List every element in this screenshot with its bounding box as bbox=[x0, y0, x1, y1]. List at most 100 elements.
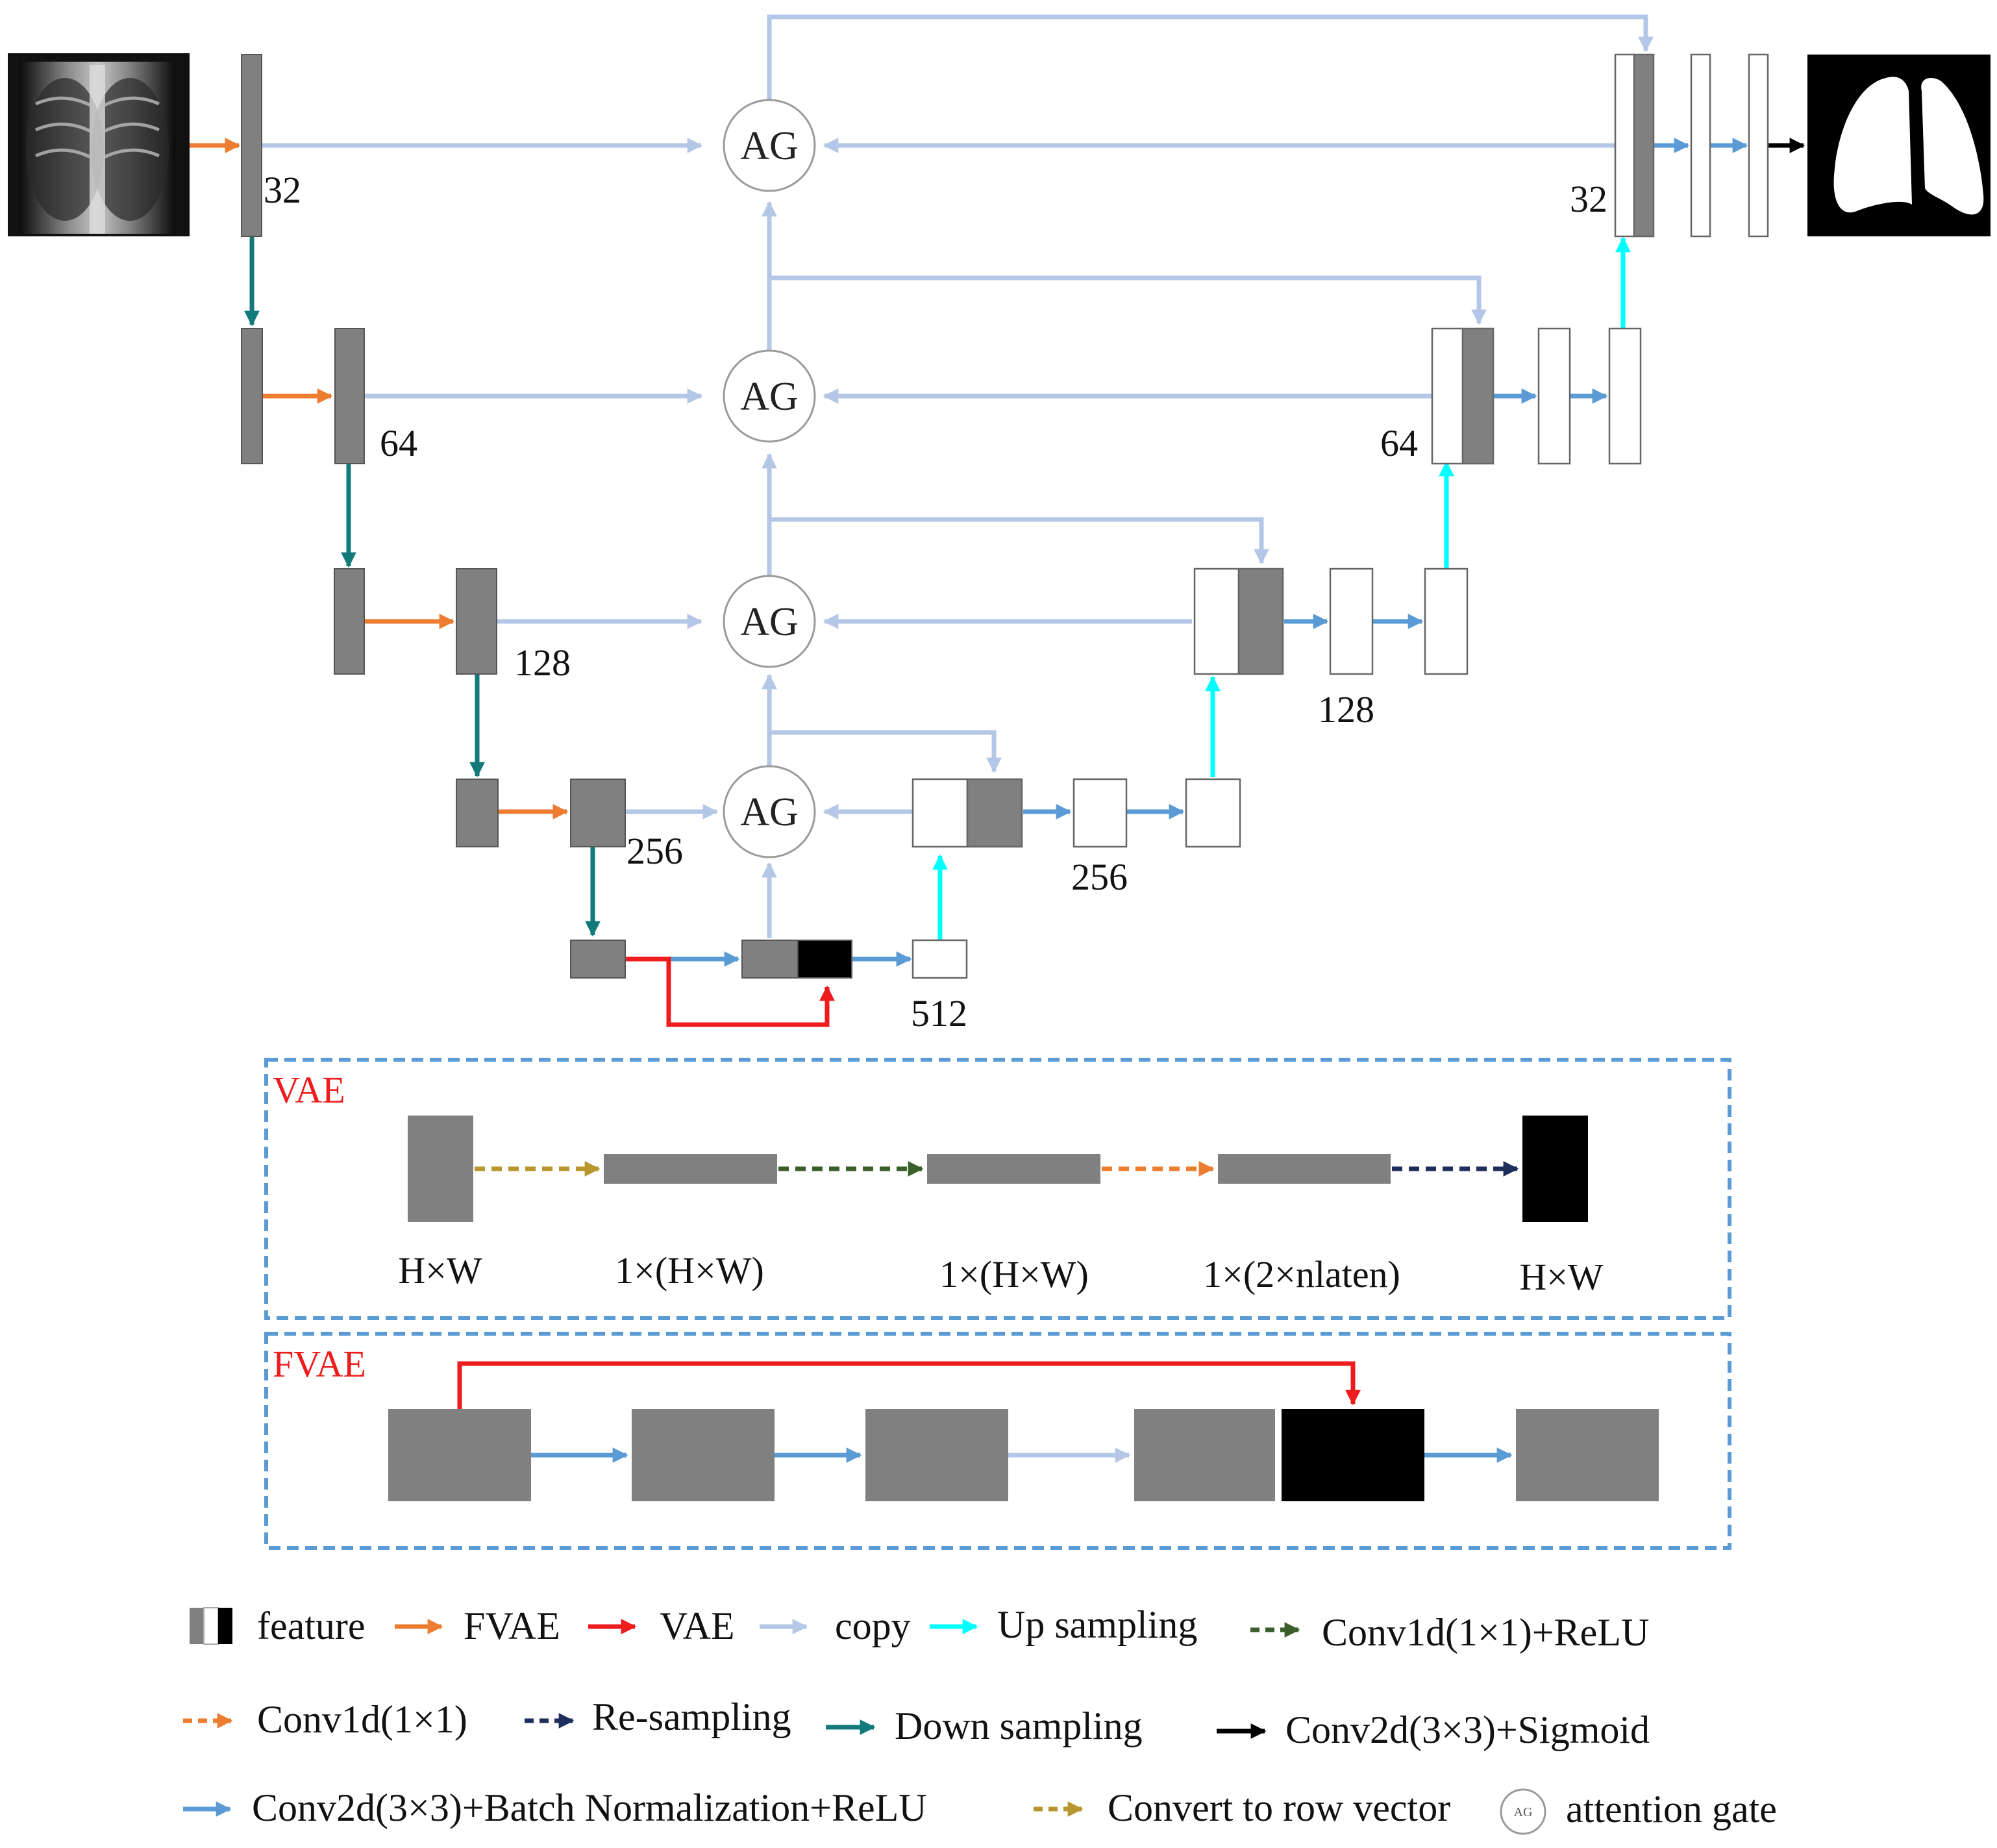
dec4-concat-white bbox=[912, 778, 969, 848]
decoder-connections bbox=[625, 138, 1805, 1027]
attention-gate-label: AG bbox=[740, 790, 799, 834]
vae-label-4: 1×(2×nlaten) bbox=[1203, 1253, 1400, 1295]
enc4-channels: 256 bbox=[626, 830, 683, 872]
dec1-conv1 bbox=[1690, 53, 1711, 238]
dec1-conv2 bbox=[1748, 53, 1769, 238]
legend-resampling-label: Re-sampling bbox=[592, 1695, 791, 1738]
bottleneck-fvae-block bbox=[741, 940, 799, 979]
legend-conv1d-label: Conv1d(1×1) bbox=[257, 1698, 467, 1741]
dec2-concat-gray bbox=[1461, 327, 1495, 465]
legend-conv2d-sigmoid-label: Conv2d(3×3)+Sigmoid bbox=[1285, 1708, 1650, 1751]
enc2a-block bbox=[241, 328, 263, 464]
dec4-channels: 256 bbox=[1071, 856, 1128, 898]
legend-downsampling-label: Down sampling bbox=[895, 1704, 1143, 1747]
attention-gate-label: AG bbox=[740, 124, 799, 168]
enc1-block bbox=[241, 54, 262, 237]
vae-row-vector-1 bbox=[604, 1154, 777, 1184]
attention-gate-4: AG bbox=[723, 765, 816, 858]
legend-row-vector-label: Convert to row vector bbox=[1108, 1786, 1450, 1829]
legend-resampling: Re-sampling bbox=[525, 1695, 791, 1738]
vae-label-5: H×W bbox=[1519, 1256, 1604, 1298]
legend-attention-gate-label: attention gate bbox=[1566, 1788, 1777, 1830]
legend-conv2d-bn-relu: Conv2d(3×3)+Batch Normalization+ReLU bbox=[183, 1786, 927, 1829]
legend-row-vector: Convert to row vector bbox=[1034, 1786, 1450, 1829]
decoder-blocks bbox=[912, 53, 1769, 979]
dec3-concat-gray bbox=[1237, 568, 1284, 675]
dec2-concat-white bbox=[1431, 327, 1464, 465]
copy-connections bbox=[262, 14, 1654, 938]
legend-fvae: FVAE bbox=[395, 1605, 560, 1647]
dec1-concat-white bbox=[1614, 53, 1635, 238]
attention-gate-label: AG bbox=[740, 375, 799, 419]
dec4-concat-gray bbox=[966, 778, 1023, 848]
dec2-channels: 64 bbox=[1380, 422, 1418, 464]
legend-vae-label: VAE bbox=[660, 1605, 735, 1647]
enc2-channels: 64 bbox=[380, 422, 417, 464]
vae-latent-vector bbox=[1218, 1154, 1391, 1184]
feature-swatch-icon bbox=[190, 1608, 204, 1644]
output-lung-mask bbox=[1807, 55, 1991, 236]
bottleneck-in-block bbox=[570, 940, 626, 979]
fvae-panel-title: FVAE bbox=[273, 1343, 366, 1385]
dec3-channels: 128 bbox=[1318, 688, 1374, 730]
legend-downsampling: Down sampling bbox=[826, 1704, 1143, 1747]
vae-row-vector-2 bbox=[927, 1154, 1100, 1184]
enc3a-block bbox=[334, 568, 365, 675]
legend-conv2d-bn-relu-label: Conv2d(3×3)+Batch Normalization+ReLU bbox=[252, 1786, 927, 1829]
legend-copy: copy bbox=[760, 1605, 911, 1647]
dec3-conv2 bbox=[1424, 568, 1469, 675]
legend-vae: VAE bbox=[588, 1605, 735, 1647]
enc4b-block bbox=[570, 779, 626, 847]
vae-label-2: 1×(H×W) bbox=[615, 1249, 764, 1292]
dec2-conv2 bbox=[1608, 327, 1642, 465]
vae-label-3: 1×(H×W) bbox=[939, 1253, 1089, 1295]
legend-upsampling-label: Up sampling bbox=[997, 1603, 1197, 1646]
legend-conv1d: Conv1d(1×1) bbox=[183, 1698, 467, 1741]
legend-attention-gate: AG attention gate bbox=[1500, 1788, 1777, 1835]
attention-gate-icon bbox=[1500, 1788, 1546, 1835]
attention-gate-label: AG bbox=[740, 600, 799, 644]
dec4-conv2 bbox=[1185, 778, 1241, 848]
fvae-block-3 bbox=[865, 1409, 1008, 1501]
dec3-conv1 bbox=[1329, 568, 1374, 675]
fvae-block-vae bbox=[1282, 1409, 1424, 1501]
vae-panel-title: VAE bbox=[273, 1069, 345, 1111]
legend-feature-label: feature bbox=[257, 1605, 366, 1647]
channel-labels: 32 64 128 256 512 256 128 64 32 bbox=[264, 169, 1607, 1034]
fvae-block-1 bbox=[388, 1409, 531, 1501]
attention-gate-2: AG bbox=[723, 349, 816, 443]
enc1-channels: 32 bbox=[264, 169, 301, 211]
legend-conv1d-relu: Conv1d(1×1)+ReLU bbox=[1250, 1611, 1649, 1654]
fvae-panel: FVAE bbox=[264, 1332, 1731, 1550]
attention-gates: AG AG AG AG bbox=[723, 99, 816, 858]
legend-conv2d-sigmoid: Conv2d(3×3)+Sigmoid bbox=[1217, 1708, 1650, 1751]
bottleneck-vae-block bbox=[797, 940, 852, 979]
fvae-block-out bbox=[1516, 1409, 1659, 1501]
dec1-concat-gray bbox=[1633, 53, 1655, 238]
dec3-concat-white bbox=[1193, 568, 1240, 675]
dec4-up-block bbox=[912, 939, 968, 979]
fvae-block-2 bbox=[632, 1409, 775, 1501]
encoder-blocks bbox=[241, 54, 852, 979]
enc3-channels: 128 bbox=[514, 642, 571, 684]
legend-upsampling: Up sampling bbox=[930, 1603, 1197, 1646]
dec2-conv1 bbox=[1537, 327, 1571, 465]
legend: feature FVAE VAE copy Up sampling Conv1d… bbox=[183, 1603, 1777, 1835]
legend-conv1d-relu-label: Conv1d(1×1)+ReLU bbox=[1322, 1611, 1649, 1654]
enc3b-block bbox=[456, 568, 497, 675]
vae-panel: VAE H×W 1×(H×W) 1×(H×W) 1×(2×nlaten) H×W bbox=[264, 1058, 1731, 1320]
bottleneck-channels: 512 bbox=[911, 992, 967, 1034]
legend-fvae-label: FVAE bbox=[464, 1605, 560, 1647]
enc2b-block bbox=[334, 328, 365, 464]
input-xray-image bbox=[8, 53, 190, 236]
legend-copy-label: copy bbox=[835, 1605, 911, 1647]
legend-feature: feature bbox=[190, 1605, 366, 1647]
encoder-connections bbox=[190, 138, 601, 937]
vae-output-block bbox=[1522, 1116, 1588, 1222]
attention-gate-icon-label: AG bbox=[1514, 1805, 1533, 1819]
dec1-channels: 32 bbox=[1570, 178, 1607, 220]
dec4-conv1 bbox=[1073, 778, 1128, 848]
attention-gate-3: AG bbox=[723, 575, 816, 668]
vae-input-block bbox=[408, 1116, 473, 1222]
